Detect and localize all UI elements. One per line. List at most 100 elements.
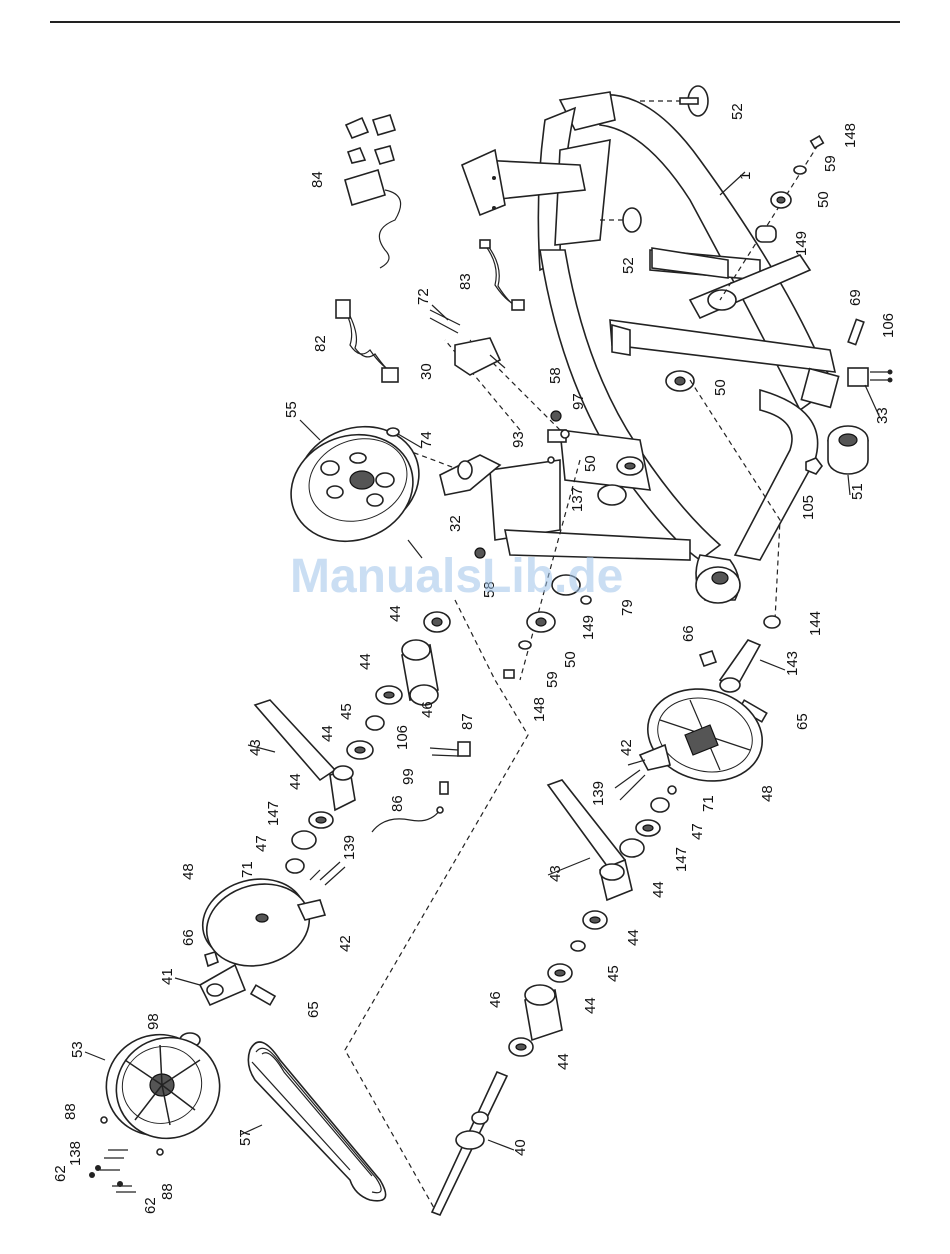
label-50-center: 50: [582, 455, 599, 472]
label-72: 72: [415, 288, 432, 305]
label-43-right: 43: [547, 865, 564, 882]
label-45-right: 45: [605, 965, 622, 982]
label-88-right: 88: [159, 1183, 176, 1200]
label-40: 40: [512, 1139, 529, 1156]
label-138: 138: [67, 1141, 84, 1166]
label-66-right: 66: [680, 625, 697, 642]
label-30: 30: [418, 363, 435, 380]
label-149-mid: 149: [580, 615, 597, 640]
bolt-137: [548, 457, 554, 463]
watermark: ManualsLib.de: [290, 550, 623, 603]
wheel-51: [828, 426, 868, 474]
washer-97: [561, 430, 569, 438]
label-147-left: 147: [265, 801, 282, 826]
label-143: 143: [784, 651, 801, 676]
label-58-top: 58: [547, 367, 564, 384]
label-139-right: 139: [590, 781, 607, 806]
label-51: 51: [849, 483, 866, 500]
label-65-left: 65: [305, 1001, 322, 1018]
label-139-left: 139: [341, 835, 358, 860]
label-44-b: 44: [357, 653, 374, 670]
label-46-right: 46: [487, 991, 504, 1008]
sensor-parts: [372, 742, 470, 832]
label-148-top: 148: [842, 123, 859, 148]
label-45-left: 45: [338, 703, 355, 720]
left-crank-assembly: [255, 612, 450, 873]
label-62-right: 62: [142, 1197, 159, 1214]
label-55: 55: [283, 401, 300, 418]
label-65-right: 65: [794, 713, 811, 730]
label-69: 69: [847, 289, 864, 306]
flywheel-53: [90, 1018, 237, 1156]
label-32: 32: [447, 515, 464, 532]
drive-belt-57: [248, 1042, 385, 1201]
label-88-left: 88: [62, 1103, 79, 1120]
label-53: 53: [69, 1041, 86, 1058]
wire-harness-83: [480, 240, 524, 310]
wire-harness-82: [336, 300, 398, 382]
label-149-top: 149: [793, 231, 810, 256]
label-48-left: 48: [180, 863, 197, 880]
label-44-a: 44: [387, 605, 404, 622]
clip-74: [387, 428, 399, 436]
label-93: 93: [510, 431, 527, 448]
label-71-right: 71: [700, 795, 717, 812]
pulley-55: [276, 410, 434, 558]
nut-105: [806, 458, 822, 474]
pedal-pin-65-left: [251, 985, 275, 1005]
label-50-left: 50: [712, 379, 729, 396]
label-84: 84: [309, 171, 326, 188]
label-44-c: 44: [319, 725, 336, 742]
screw-88-right: [157, 1149, 163, 1155]
label-47-right: 47: [689, 823, 706, 840]
label-74: 74: [418, 431, 435, 448]
label-42-left: 42: [337, 935, 354, 952]
label-41: 41: [159, 968, 176, 985]
label-97: 97: [570, 393, 587, 410]
label-44-g: 44: [582, 997, 599, 1014]
label-98: 98: [145, 1013, 162, 1030]
screw-88-left: [101, 1117, 107, 1123]
label-87: 87: [459, 713, 476, 730]
label-47-left: 47: [253, 835, 270, 852]
label-59-top: 59: [822, 155, 839, 172]
label-82: 82: [312, 335, 329, 352]
power-adapter-84: [345, 115, 401, 268]
crank-arm-41: [200, 965, 245, 1005]
label-57: 57: [237, 1129, 254, 1146]
label-147-right: 147: [673, 847, 690, 872]
label-48-right: 48: [759, 785, 776, 802]
label-71-left: 71: [239, 861, 256, 878]
label-105: 105: [800, 495, 817, 520]
label-106-right: 106: [880, 313, 897, 338]
bolts-138-62: [89, 1150, 136, 1192]
crank-disc-48-right: [615, 677, 773, 800]
label-52-top: 52: [729, 103, 746, 120]
label-83: 83: [457, 273, 474, 290]
label-148-lower: 148: [531, 697, 548, 722]
label-106-left: 106: [394, 725, 411, 750]
leveling-foot-52-mid: [600, 208, 641, 232]
label-62-left: 62: [52, 1165, 69, 1182]
label-42-right: 42: [618, 739, 635, 756]
label-52-mid: 52: [620, 257, 637, 274]
label-99: 99: [400, 768, 417, 785]
label-66-left: 66: [180, 929, 197, 946]
label-59-lower: 59: [544, 671, 561, 688]
label-44-e: 44: [650, 881, 667, 898]
frame-assembly: [462, 92, 835, 603]
label-144: 144: [807, 611, 824, 636]
label-137: 137: [569, 487, 586, 512]
label-1: 1: [737, 172, 754, 180]
label-86: 86: [389, 795, 406, 812]
label-46-left: 46: [419, 701, 436, 718]
label-44-h: 44: [555, 1053, 572, 1070]
label-50-lower: 50: [562, 651, 579, 668]
nut-66-left: [205, 952, 218, 966]
label-43-left: 43: [247, 739, 264, 756]
label-44-f: 44: [625, 929, 642, 946]
label-44-d: 44: [287, 773, 304, 790]
nut-58-upper: [551, 411, 561, 421]
